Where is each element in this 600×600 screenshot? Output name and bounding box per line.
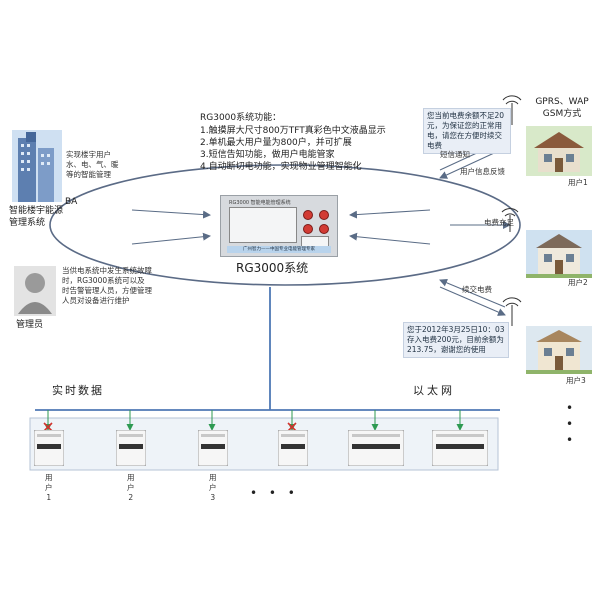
cabinet-footer: 广州智力——中国专业电能管理专家 bbox=[227, 246, 331, 253]
energy-meter-6 bbox=[432, 430, 488, 466]
arrow-left-1 bbox=[131, 209, 211, 219]
feedback-label: 用户信息反馈 bbox=[460, 167, 505, 176]
user-label-3: 用户3 bbox=[566, 376, 586, 385]
admin-description: 当供电系统中发生系统故障时，RG3000系统可以及时告警管理人员，方便管理人员对… bbox=[62, 266, 152, 305]
notice-payment: 您于2012年3月25日10：03存入电费200元，目前余额为213.75，谢谢… bbox=[403, 322, 509, 358]
arrow-right-1 bbox=[349, 209, 431, 219]
building-label: 智能楼宇能源管理系统 bbox=[9, 206, 64, 228]
antenna-icon-3 bbox=[502, 297, 522, 326]
admin-avatar-icon bbox=[14, 266, 56, 316]
arrow-left-2 bbox=[131, 232, 211, 245]
feature-item: 3.短信告知功能，做用户电能管家 bbox=[200, 150, 335, 160]
antenna-icon-2 bbox=[501, 208, 519, 232]
user-label-1: 用户1 bbox=[568, 178, 588, 187]
realtime-data-label: 实时数据 bbox=[52, 384, 104, 397]
red-button bbox=[319, 224, 329, 234]
house-image-1 bbox=[526, 126, 592, 176]
sms-label: 短信通知 bbox=[440, 150, 470, 159]
red-button bbox=[319, 210, 329, 220]
energy-meter-4 bbox=[278, 430, 308, 466]
features-title: RG3000系统功能： bbox=[200, 113, 282, 123]
cabinet-title: RG3000 智能电能管理系统 bbox=[229, 200, 291, 206]
feature-item: 2.单机最大用户量为800户，并可扩展 bbox=[200, 138, 352, 148]
more-meters-dots: • • • bbox=[250, 486, 299, 500]
arrow-right-2 bbox=[349, 232, 431, 245]
meter-user-label-1: 用 户 1 bbox=[45, 473, 53, 502]
feature-item: 4.自动断切电功能，实现物业管理智能化 bbox=[200, 162, 362, 172]
house-image-3 bbox=[526, 326, 592, 374]
red-button bbox=[303, 210, 313, 220]
energy-meter-5 bbox=[348, 430, 404, 466]
features-list: 1.触摸屏大尺寸800万TFT真彩色中文液晶显示 2.单机最大用户量为800户，… bbox=[200, 125, 410, 173]
house-image-2 bbox=[526, 230, 592, 278]
ba-label: BA bbox=[65, 197, 78, 207]
building-image bbox=[12, 130, 62, 202]
system-name: RG3000系统 bbox=[236, 261, 309, 275]
energy-meter-1 bbox=[34, 430, 64, 466]
energy-meter-3 bbox=[198, 430, 228, 466]
building-description: 实现楼宇用户水、电、气、暖等的智能管理 bbox=[66, 150, 119, 179]
energy-meter-2 bbox=[116, 430, 146, 466]
notice-low-balance: 您当前电费余额不足20元，为保证您的正常用电，请您在方便时续交电费 bbox=[423, 108, 511, 154]
red-button bbox=[303, 224, 313, 234]
system-ellipse bbox=[49, 164, 521, 286]
user-label-2: 用户2 bbox=[568, 278, 588, 287]
ethernet-label: 以太网 bbox=[413, 384, 455, 397]
feature-item: 1.触摸屏大尺寸800万TFT真彩色中文液晶显示 bbox=[200, 126, 386, 136]
meter-user-label-3: 用 户 3 bbox=[209, 473, 217, 502]
meter-frame bbox=[29, 417, 499, 471]
admin-label: 管理员 bbox=[16, 320, 44, 330]
cabinet-screen bbox=[229, 207, 297, 243]
network-modes: GPRS、WAP GSM方式 bbox=[535, 97, 589, 119]
power-ok-label: 电费充足 bbox=[484, 218, 514, 227]
pay-label: 续交电费 bbox=[462, 285, 492, 294]
rg3000-cabinet: RG3000 智能电能管理系统 广州智力——中国专业电能管理专家 bbox=[220, 195, 338, 257]
antenna-icon-1 bbox=[502, 95, 522, 125]
meter-user-label-2: 用 户 2 bbox=[127, 473, 135, 502]
more-users-dots: • • • bbox=[566, 401, 574, 447]
